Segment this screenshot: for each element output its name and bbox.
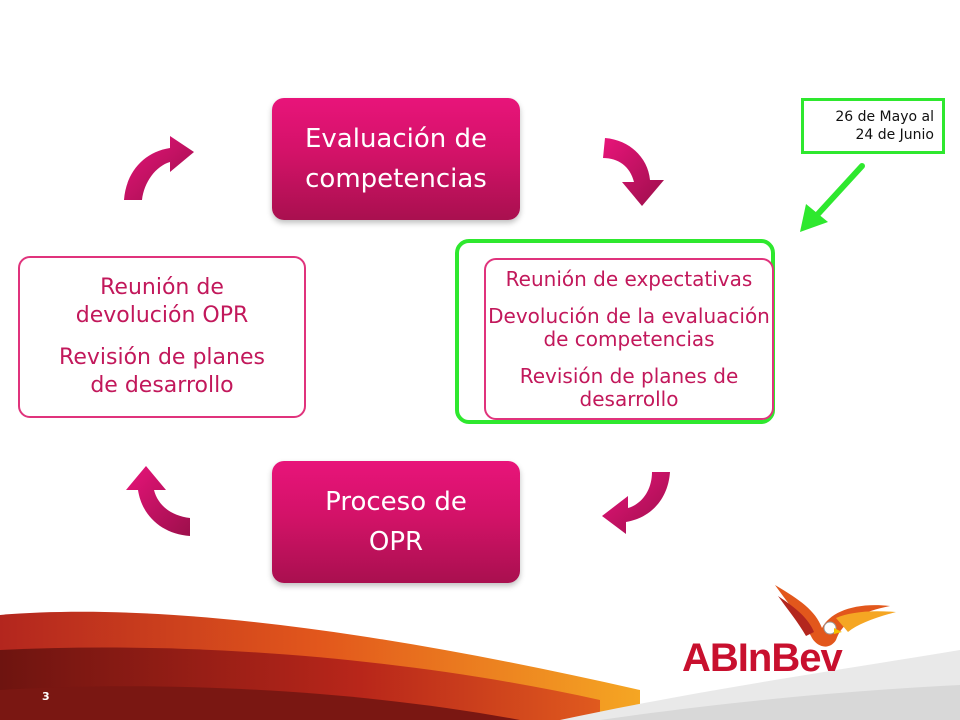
step-text: Devolución de la evaluación — [488, 303, 770, 328]
step-text: Proceso de — [325, 487, 467, 517]
footer-swoosh — [0, 611, 960, 720]
step-reunion-expectativas: Reunión de expectativas Devolución de la… — [484, 258, 774, 420]
arrow-bottom-right — [602, 472, 670, 534]
eagle-logo-icon — [775, 585, 896, 647]
brand-logo: ABInBev — [682, 636, 843, 680]
step-text: competencias — [305, 164, 487, 194]
step-text: de competencias — [543, 326, 715, 351]
step-text: Reunión de expectativas — [505, 266, 753, 291]
callout-arrow — [800, 163, 865, 232]
step-reunion-devolucion-opr: Reunión de devolución OPR Revisión de pl… — [18, 256, 306, 418]
step-text: devolución OPR — [75, 303, 249, 328]
step-text: Evaluación de — [304, 124, 488, 154]
step-text: Reunión de — [100, 275, 224, 300]
step-evaluacion-competencias: Evaluación de competencias — [272, 98, 520, 220]
date-callout: 26 de Mayo al 24 de Junio — [801, 98, 945, 154]
step-text: Revisión de planes — [59, 345, 265, 370]
arrow-top-right — [603, 138, 664, 206]
step-text: OPR — [368, 527, 424, 557]
step-proceso-opr: Proceso de OPR — [272, 461, 520, 583]
arrow-bottom-left — [126, 466, 190, 536]
step-text: de desarrollo — [90, 373, 234, 398]
step-text: desarrollo — [579, 386, 679, 411]
arrow-top-left — [124, 136, 194, 200]
date-callout-line2: 24 de Junio — [855, 127, 934, 143]
page-number: 3 — [42, 690, 50, 703]
step-text: Revisión de planes de — [519, 363, 739, 388]
date-callout-line1: 26 de Mayo al — [835, 109, 934, 125]
